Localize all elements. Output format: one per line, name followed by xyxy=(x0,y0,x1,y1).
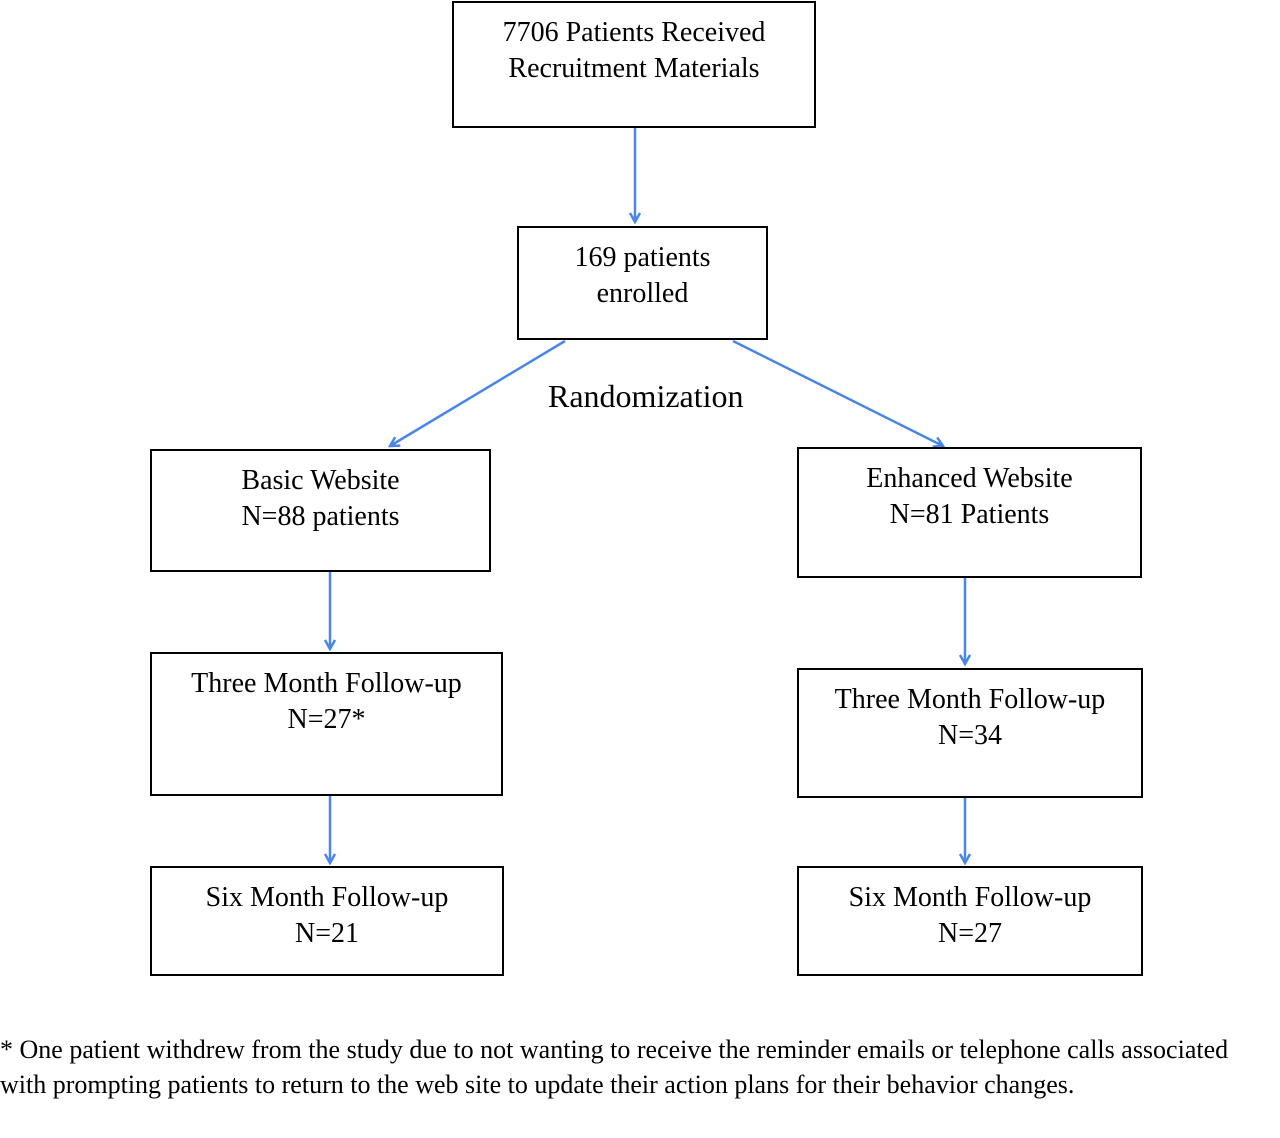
enhanced-website-line2: N=81 Patients xyxy=(889,499,1050,530)
enhanced-website-box: Enhanced Website N=81 Patients xyxy=(797,447,1142,578)
recruitment-line2: Recruitment Materials xyxy=(508,53,760,84)
basic-six-month-line2: N=21 xyxy=(294,918,359,949)
enrolled-line2: enrolled xyxy=(596,278,689,309)
enhanced-three-month-line2: N=34 xyxy=(937,720,1002,751)
enhanced-six-month-line2: N=27 xyxy=(937,918,1002,949)
basic-three-month-line1: Three Month Follow-up xyxy=(191,668,462,699)
enhanced-six-month-box: Six Month Follow-up N=27 xyxy=(797,866,1143,976)
basic-three-month-line2: N=27* xyxy=(287,704,366,735)
arrow-enrolled-to-enhanced xyxy=(732,339,943,446)
enhanced-six-month-line1: Six Month Follow-up xyxy=(848,882,1092,913)
basic-website-line2: N=88 patients xyxy=(241,501,400,532)
enhanced-three-month-line1: Three Month Follow-up xyxy=(834,684,1106,715)
basic-three-month-box: Three Month Follow-up N=27* xyxy=(150,652,503,796)
basic-website-box: Basic Website N=88 patients xyxy=(150,449,491,572)
basic-six-month-line1: Six Month Follow-up xyxy=(205,882,449,913)
randomization-label: Randomization xyxy=(548,378,744,414)
enhanced-website-line1: Enhanced Website xyxy=(866,463,1073,494)
basic-six-month-box: Six Month Follow-up N=21 xyxy=(150,866,504,976)
recruitment-box: 7706 Patients Received Recruitment Mater… xyxy=(452,1,816,128)
recruitment-line1: 7706 Patients Received xyxy=(502,17,766,48)
enhanced-three-month-box: Three Month Follow-up N=34 xyxy=(797,668,1143,798)
arrow-enrolled-to-basic xyxy=(390,339,566,446)
enrolled-box: 169 patients enrolled xyxy=(517,226,768,340)
basic-website-line1: Basic Website xyxy=(241,465,400,496)
footnote: * One patient withdrew from the study du… xyxy=(0,1035,1229,1099)
enrolled-line1: 169 patients xyxy=(574,242,711,273)
